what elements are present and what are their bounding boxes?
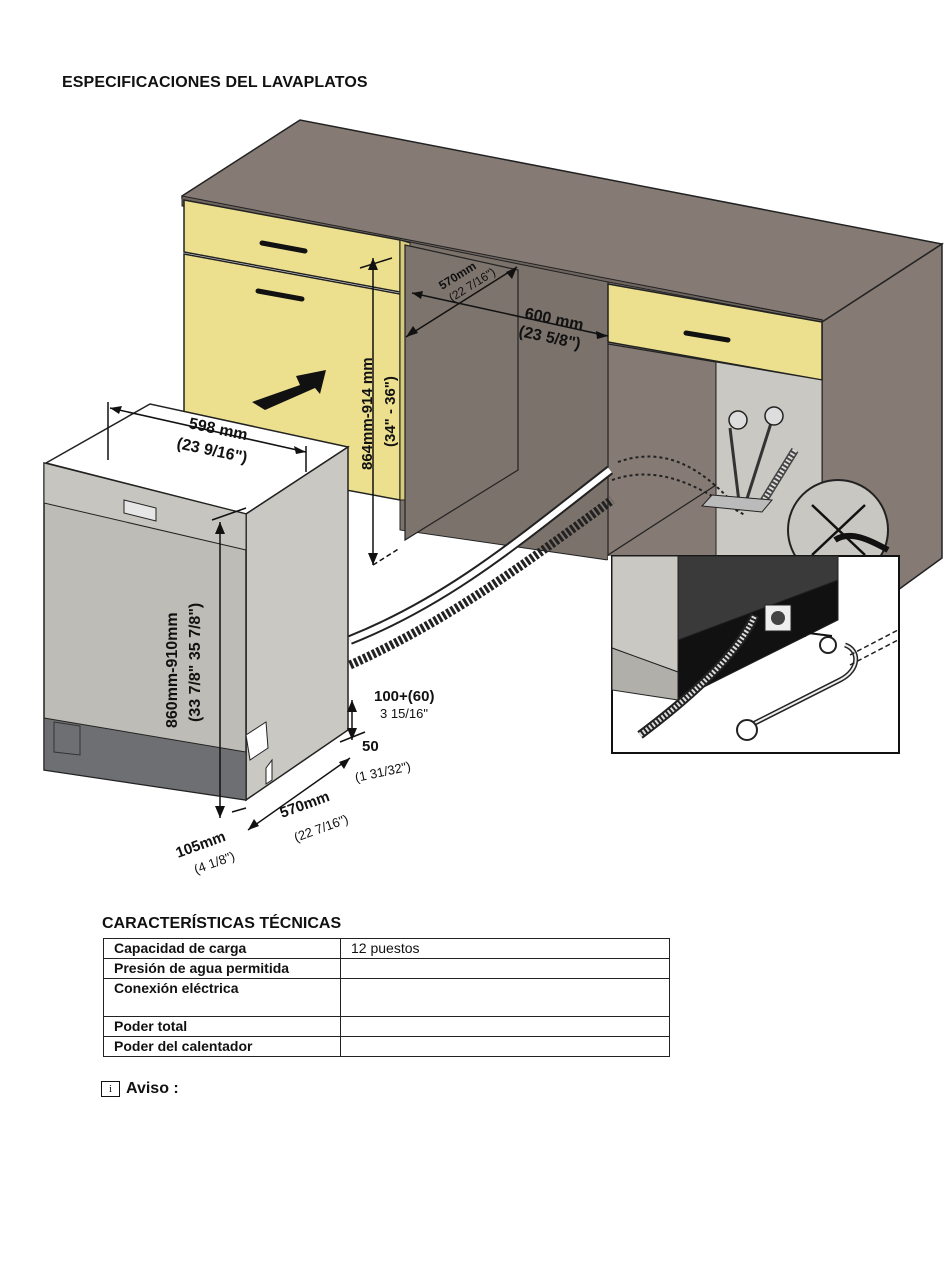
dim-door-gap: 100+(60) <box>374 688 434 705</box>
drawer-handle <box>683 330 731 343</box>
dim-foot-gap: 50 <box>362 738 379 755</box>
dim-dw-height-in: (33 7/8" 35 7/8") <box>187 603 204 722</box>
dim-dw-depth: 570mm <box>278 788 332 822</box>
dim-cab-height-in: (34" - 36") <box>382 376 399 447</box>
spec-label: Capacidad de carga <box>103 938 341 959</box>
table-row: Capacidad de carga 12 puestos <box>103 938 670 959</box>
spec-value <box>340 1036 670 1057</box>
spec-label: Conexión eléctrica <box>103 978 341 1017</box>
dim-foot-gap-in: (1 31/32") <box>354 758 413 784</box>
dishwasher-plinth <box>43 717 247 801</box>
page-title: ESPECIFICACIONES DEL LAVAPLATOS <box>62 74 368 91</box>
specs-table: Capacidad de carga 12 puestos Presión de… <box>103 938 670 1057</box>
display-window <box>123 499 157 522</box>
drawer-handle <box>259 240 308 254</box>
spec-label: Presión de agua permitida <box>103 958 341 979</box>
installation-diagram: 570mm (22 7/16") 600 mm (23 5/8") 864mm-… <box>43 119 944 877</box>
spec-value: 12 puestos <box>340 938 670 959</box>
table-row: Poder del calentador <box>103 1036 670 1057</box>
notice-label: Aviso : <box>126 1080 179 1097</box>
dim-dw-height: 860mm-910mm <box>164 612 181 728</box>
spec-value <box>340 978 670 1017</box>
dim-door-gap-in: 3 15/16" <box>380 706 428 721</box>
table-row: Conexión eléctrica <box>103 978 670 1017</box>
specs-title: CARACTERÍSTICAS TÉCNICAS <box>102 915 342 932</box>
dim-dw-depth-in: (22 7/16") <box>292 811 350 844</box>
table-row: Poder total <box>103 1016 670 1037</box>
inlet-hose <box>348 496 615 670</box>
info-icon: i <box>101 1081 120 1097</box>
spec-label: Poder del calentador <box>103 1036 341 1057</box>
spec-value <box>340 958 670 979</box>
notice: i Aviso : <box>101 1080 179 1098</box>
drawer-handle <box>255 288 305 302</box>
spec-value <box>340 1016 670 1037</box>
table-row: Presión de agua permitida <box>103 958 670 979</box>
insert-direction-arrow <box>252 370 326 410</box>
spec-label: Poder total <box>103 1016 341 1037</box>
dim-cab-height: 864mm-914 mm <box>359 357 376 470</box>
